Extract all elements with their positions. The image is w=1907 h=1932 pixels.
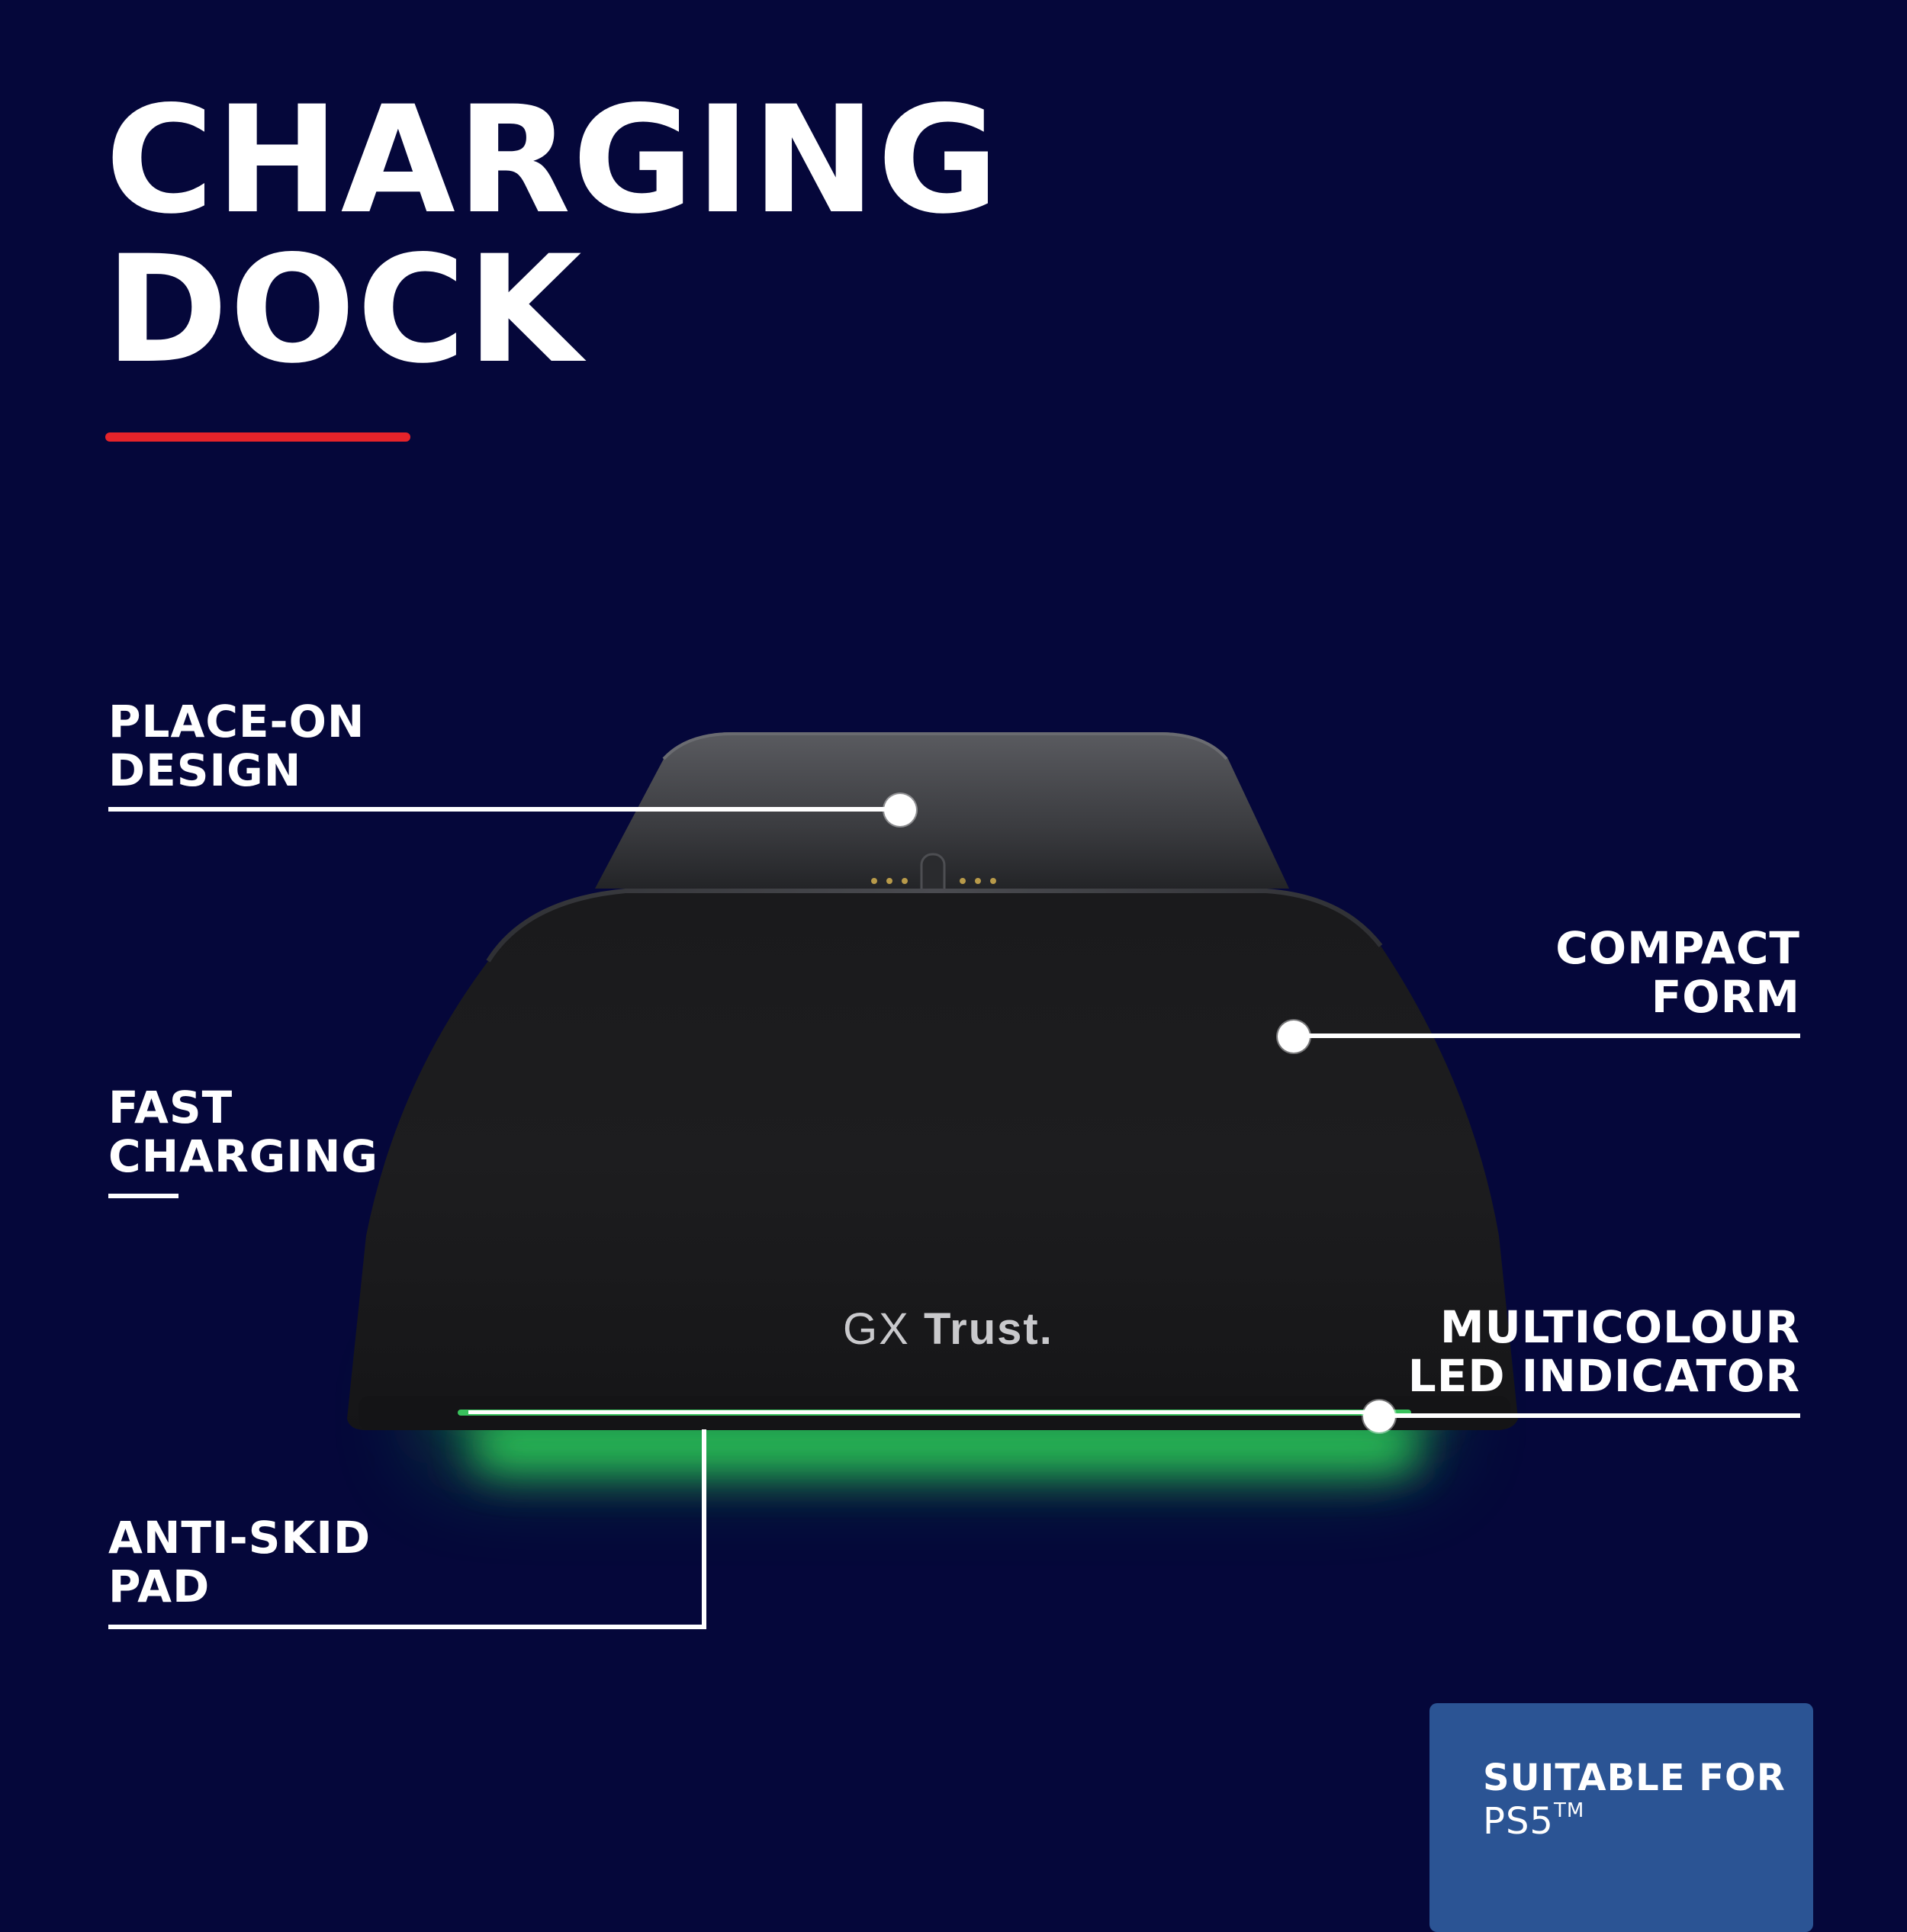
callout-dot-place-on: [884, 794, 916, 826]
feature-led-indicator: MULTICOLOUR LED INDICATOR: [1220, 1303, 1800, 1400]
badge-platform: PS5: [1483, 1800, 1554, 1843]
callout-line-anti-skid-h: [108, 1625, 706, 1629]
callout-line-anti-skid-v: [702, 1429, 706, 1629]
page-title: CHARGING DOCK: [105, 85, 1000, 384]
feature-anti-skid-pad: ANTI-SKID PAD: [108, 1513, 371, 1611]
callout-dot-compact: [1278, 1021, 1310, 1053]
feature-label-line1: PLACE-ON: [108, 696, 365, 747]
feature-label-line1: FAST: [108, 1082, 233, 1133]
title-accent-bar: [105, 432, 410, 442]
callout-line-compact: [1292, 1034, 1800, 1038]
callout-line-led-right: [1378, 1413, 1800, 1418]
brand-logo-prefix: GX: [843, 1304, 910, 1354]
callout-line-fast-charging: [108, 1194, 178, 1198]
feature-place-on-design: PLACE-ON DESIGN: [108, 697, 365, 795]
feature-label-line1: MULTICOLOUR: [1439, 1301, 1800, 1353]
dock-cradle: [595, 732, 1289, 889]
title-line-1: CHARGING: [105, 74, 1001, 246]
feature-label-line2: FORM: [1651, 971, 1800, 1023]
badge-trademark: TM: [1553, 1799, 1585, 1822]
callout-dot-led: [1363, 1400, 1395, 1432]
feature-label-line2: PAD: [108, 1561, 211, 1612]
badge-line-2: PS5TM: [1483, 1799, 1584, 1843]
compatibility-badge: SUITABLE FOR PS5TM: [1429, 1703, 1813, 1932]
callout-line-led-left: [468, 1410, 1381, 1414]
feature-compact-form: COMPACT FORM: [1297, 924, 1800, 1021]
callout-line-place-on: [108, 807, 902, 812]
title-line-2: DOCK: [105, 223, 584, 396]
feature-label-line2: DESIGN: [108, 744, 302, 796]
brand-logo-name: Trust.: [924, 1304, 1053, 1354]
feature-label-line2: LED INDICATOR: [1407, 1350, 1800, 1402]
feature-fast-charging: FAST CHARGING: [108, 1083, 378, 1181]
feature-label-line1: ANTI-SKID: [108, 1512, 371, 1564]
feature-label-line2: CHARGING: [108, 1130, 378, 1182]
brand-logo: GX Trust.: [843, 1304, 1053, 1354]
feature-label-line1: COMPACT: [1555, 922, 1800, 974]
dock-body: [347, 891, 1518, 1430]
badge-line-1: SUITABLE FOR: [1483, 1757, 1786, 1799]
